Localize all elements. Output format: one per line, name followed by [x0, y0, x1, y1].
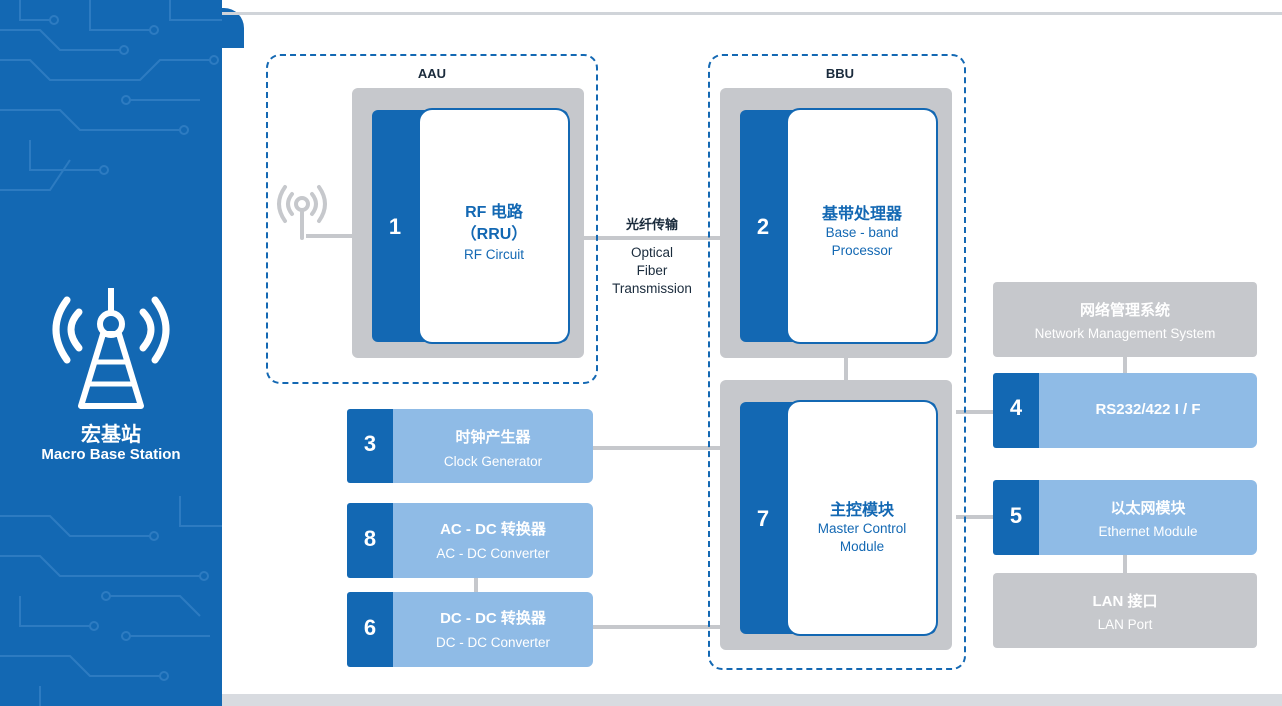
clock-title-en: Clock Generator [443, 454, 543, 469]
bbu-group [708, 54, 966, 670]
rs232-number: 4 [1009, 395, 1023, 420]
lan-title-en: LAN Port [1097, 617, 1153, 632]
rf-title-en: RF Circuit [464, 247, 524, 262]
master-number: 7 [756, 506, 770, 531]
top-divider [222, 12, 1282, 15]
nms-title-cn: 网络管理系统 [1079, 302, 1170, 319]
sidebar: 宏基站 Macro Base Station [0, 0, 222, 706]
aau-group-label: AAU [417, 66, 447, 81]
nms-title-en: Network Management System [1034, 326, 1216, 341]
master-title-en-2: Module [839, 539, 885, 554]
baseband-title-en-2: Processor [831, 243, 893, 258]
nms-rs232-link [1123, 357, 1127, 373]
dcdc-module: 6 DC - DC 转换器 DC - DC Converter [347, 592, 593, 667]
ethernet-title-cn: 以太网模块 [1110, 500, 1186, 517]
dcdc-title-en: DC - DC Converter [435, 635, 551, 650]
antenna-link [306, 234, 354, 238]
fiber-label-en-1: Optical [630, 245, 674, 260]
baseband-title-cn: 基带处理器 [821, 206, 902, 223]
rs232-title: RS232/422 I / F [1095, 401, 1201, 418]
circuit-pattern-top [0, 0, 222, 191]
master-title-cn: 主控模块 [829, 502, 894, 519]
fiber-label-cn: 光纤传输 [625, 217, 678, 232]
dcdc-title-cn: DC - DC 转换器 [440, 610, 546, 627]
clock-title-cn: 时钟产生器 [455, 429, 531, 446]
sidebar-tab [222, 8, 244, 48]
fiber-label-en-3: Transmission [612, 281, 692, 296]
bbu-group-label: BBU [825, 66, 855, 81]
dcdc-link [592, 625, 720, 629]
ethernet-title-en: Ethernet Module [1098, 524, 1198, 539]
baseband-module: 2 基带处理器 Base - band Processor [720, 88, 952, 358]
ethernet-lan-link [1123, 555, 1127, 573]
fiber-link [584, 236, 720, 240]
acdc-title-cn: AC - DC 转换器 [440, 521, 546, 538]
aau-group [266, 54, 598, 384]
station-title-en: Macro Base Station [41, 446, 181, 463]
lan-module: LAN 接口 LAN Port [993, 573, 1257, 648]
nms-module: 网络管理系统 Network Management System [993, 282, 1257, 357]
station-title-cn: 宏基站 [81, 424, 141, 446]
rf-number: 1 [388, 214, 402, 239]
acdc-module: 8 AC - DC 转换器 AC - DC Converter [347, 503, 593, 578]
lan-title-cn: LAN 接口 [1092, 593, 1158, 610]
clock-link [592, 446, 720, 450]
fiber-label-en-2: Fiber [636, 263, 668, 278]
ethernet-number: 5 [1009, 503, 1023, 528]
rf-module: 1 RF 电路 （RRU） RF Circuit [352, 88, 584, 358]
acdc-dcdc-link [474, 578, 478, 592]
ethernet-link [956, 515, 994, 519]
rs232-link [956, 410, 994, 414]
dcdc-number: 6 [363, 615, 377, 640]
baseband-title-en-1: Base - band [825, 225, 899, 240]
master-module: 7 主控模块 Master Control Module [720, 380, 952, 650]
rf-title-paren: （RRU） [460, 226, 528, 243]
clock-number: 3 [363, 431, 377, 456]
rs232-module: 4 RS232/422 I / F [993, 373, 1257, 448]
baseband-master-link [844, 356, 848, 380]
baseband-number: 2 [756, 214, 770, 239]
rf-title-cn: RF 电路 [465, 204, 523, 221]
ethernet-module: 5 以太网模块 Ethernet Module [993, 480, 1257, 555]
acdc-number: 8 [363, 526, 377, 551]
antenna-icon [277, 185, 327, 240]
circuit-pattern-bottom [0, 496, 222, 706]
radio-tower-icon [52, 288, 170, 409]
clock-module: 3 时钟产生器 Clock Generator [347, 409, 593, 483]
master-title-en-1: Master Control [817, 521, 907, 536]
acdc-title-en: AC - DC Converter [436, 546, 550, 561]
bottom-band [222, 694, 1282, 706]
